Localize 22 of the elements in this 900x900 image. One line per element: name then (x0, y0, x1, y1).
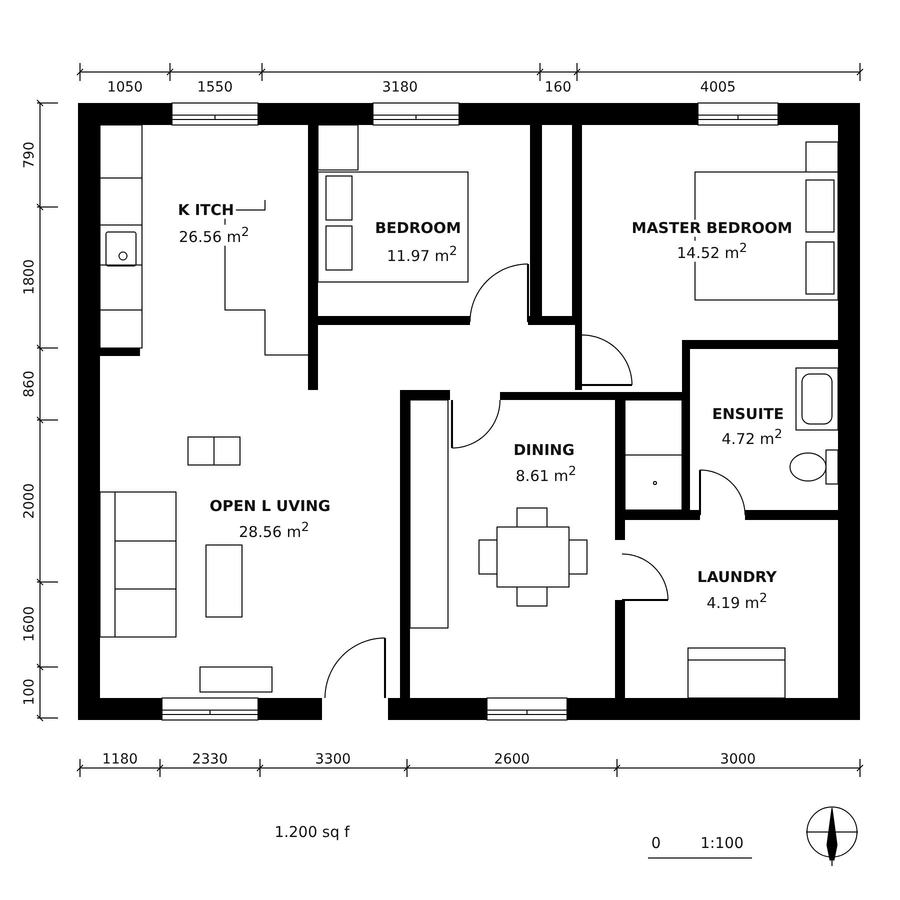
dimension-label: 2330 (192, 752, 228, 768)
dimension-label: 790 (22, 142, 38, 168)
dimension-label: 3000 (720, 752, 756, 768)
note: 1.200 sq f (274, 824, 350, 840)
dimension-label: 2600 (494, 752, 530, 768)
dimension-label: 3300 (315, 752, 351, 768)
note: 1:100 (700, 834, 744, 852)
dimension-label: 860 (22, 370, 38, 398)
dimension-label: 100 (22, 678, 38, 706)
dimension-label: 1550 (197, 80, 233, 96)
dimension-label: 4005 (700, 80, 736, 96)
dimension-label: 1050 (107, 80, 143, 96)
room-area: 8.61 m$^{2}$ (514, 464, 578, 484)
note: 0 (651, 834, 661, 852)
dimension-label: 2000 (22, 483, 38, 519)
dimension-label: 1800 (22, 259, 38, 295)
room-area: 4.19 m$^{2}$ (704, 590, 770, 612)
dimension-label: 3180 (382, 80, 418, 96)
dimension-label: 1180 (102, 752, 138, 768)
dimension-label: 1600 (22, 606, 38, 642)
dimension-label: 160 (544, 80, 572, 96)
room-name: OPEN L UVING (208, 498, 332, 514)
